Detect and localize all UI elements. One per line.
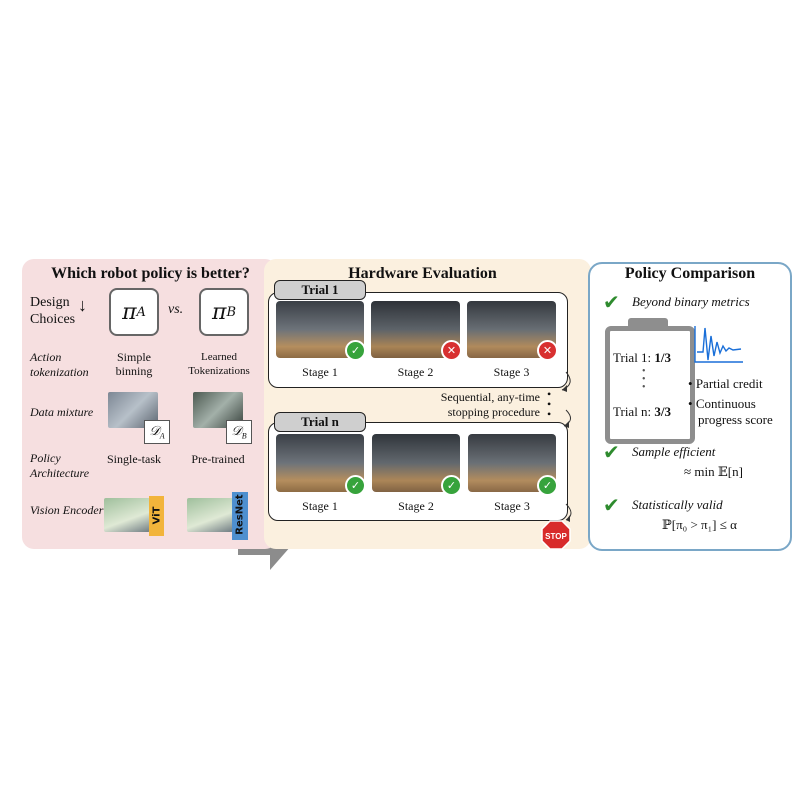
dataset-a-subscript: A [159,431,165,441]
pi-b-symbol: π [211,299,227,325]
trial-1-stage-3-label: Stage 3 [493,365,530,379]
bullet-partial-credit: • Partial credit [688,376,763,391]
trial-1-stage-1-label: Stage 1 [302,365,338,379]
dataset-b-tag: 𝒟B [226,420,252,444]
cross-icon: ✕ [537,340,558,361]
vision-encoder-b-image [187,498,233,532]
pi-a-symbol: π [122,299,137,325]
bullet-progress-score-text: Continuous progress score [695,396,773,427]
trial-n-tab: Trial n [274,412,366,432]
middle-title: Hardware Evaluation [348,265,497,282]
clipboard-clip [628,318,668,330]
clipboard-dots: ••• [642,366,646,393]
dataset-b-subscript: B [241,431,247,441]
right-title: Policy Comparison [624,265,756,282]
check-icon: ✓ [345,475,366,496]
trial-1-tab: Trial 1 [274,280,366,300]
row-a-policy-architecture: Single-task [107,452,161,466]
damped-signal-icon [694,326,743,363]
row-label-policy-architecture: Policy Architecture [30,451,90,480]
statistically-valid-formula: ℙ[π₀ > π₁] ≤ α [662,517,737,532]
procedure-label: Sequential, any-time stopping procedure [440,390,540,419]
bullet-progress-score: • Continuous progress score [688,396,773,427]
resnet-label: ResNet [234,494,246,535]
flow-connectors [561,371,572,522]
vit-label: ViT [151,506,163,525]
check-icon: ✔ [603,440,620,464]
row-label-action-tokenization: Action tokenization [30,350,89,379]
dataset-a-symbol: 𝒟 [149,423,160,438]
clipboard-row-n: Trial n: 3/3 [613,404,671,420]
clipboard-row-1: Trial 1: 1/3 [613,350,671,366]
check-icon: ✓ [537,475,558,496]
check-icon: ✓ [441,475,462,496]
row-b-policy-architecture: Pre-trained [191,452,245,466]
row-label-vision-encoder: Vision Encoder [30,503,104,517]
trial-n-stage-1-label: Stage 1 [302,499,338,513]
left-title: Which robot policy is better? [51,265,250,282]
clipboard-row-n-value: 3/3 [654,404,672,419]
clipboard-row-1-label: Trial 1: [613,350,655,365]
bullet-partial-credit-text: Partial credit [695,376,763,391]
row-a-action-tokenization: Simple binning [115,350,153,378]
clipboard-row-n-label: Trial n: [613,404,655,419]
vision-encoder-a-image [104,498,150,532]
clipboard-icon [605,326,695,444]
versus-label: vs. [168,302,184,317]
statistically-valid-label: Statistically valid [632,497,723,512]
check-icon: ✔ [603,493,620,517]
dataset-a-tag: 𝒟A [144,420,170,444]
trial-1-stage-2-label: Stage 2 [397,365,434,379]
trial-n-stage-3-label: Stage 3 [494,499,530,513]
down-arrow-icon: ↓ [78,295,87,315]
dataset-b-symbol: 𝒟 [231,423,242,438]
continuation-dots: ••• [547,387,552,421]
pi-b-subscript: B [226,304,237,320]
sample-efficient-label: Sample efficient [632,444,716,459]
pi-a-subscript: A [136,304,146,320]
check-icon: ✔ [603,290,620,314]
clipboard-row-1-value: 1/3 [654,350,672,365]
vit-tag: ViT [149,496,164,536]
row-b-action-tokenization: Learned Tokenizations [188,351,250,377]
stop-text: STOP [545,532,567,541]
design-choices-label: Design Choices [30,295,76,327]
bullet-list: • Partial credit • Continuous progress s… [688,376,788,428]
resnet-tag: ResNet [232,492,248,540]
cross-icon: ✕ [441,340,462,361]
stop-sign-icon: STOP [541,520,571,550]
row-label-data-mixture: Data mixture [30,405,94,419]
beyond-binary-label: Beyond binary metrics [632,294,750,309]
check-icon: ✓ [345,340,366,361]
trial-n-stage-2-label: Stage 2 [398,499,434,513]
sample-efficient-formula: ≈ min 𝔼[n] [684,464,743,479]
